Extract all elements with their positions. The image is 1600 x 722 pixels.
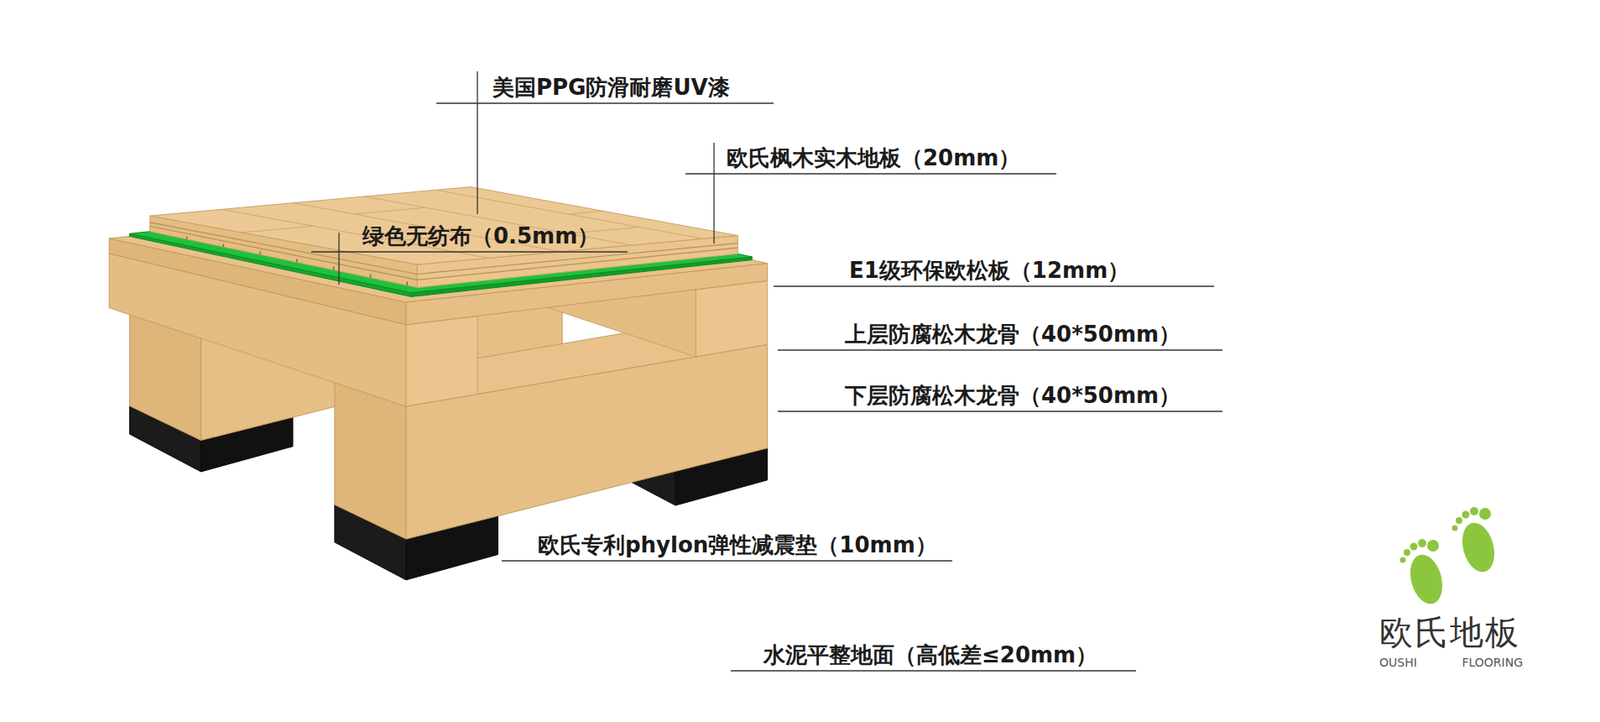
groove-tick: [259, 251, 261, 256]
plank-seam: [568, 210, 603, 214]
maple-plank-top: [150, 187, 739, 266]
layer-label: 欧氏枫木实木地板（20mm）: [726, 144, 1021, 172]
leader-line: [476, 71, 478, 214]
toe: [1469, 506, 1479, 516]
leader-line: [338, 232, 339, 285]
toe: [1427, 539, 1439, 552]
leader-line: [773, 285, 1215, 287]
brand-name: 欧氏地板: [1379, 612, 1521, 652]
leader-line: [501, 559, 953, 561]
layer-label-box: 绿色无纺布（0.5mm）: [362, 222, 600, 250]
toe: [1479, 507, 1491, 520]
brand-name-en: OUSHI FLOORING: [1379, 654, 1523, 670]
layer-label: 下层防腐松木龙骨（40*50mm）: [844, 381, 1181, 409]
plank-seam: [241, 225, 313, 233]
layer-label: 上层防腐松木龙骨（40*50mm）: [844, 320, 1181, 348]
layer-label-box: 上层防腐松木龙骨（40*50mm）: [844, 320, 1181, 348]
layer-label-box: 欧氏专利phylon弹性减震垫（10mm）: [537, 531, 938, 558]
layer-label-box: E1级环保欧松板（12mm）: [849, 256, 1130, 284]
groove-tick: [223, 244, 225, 248]
leader-line: [713, 142, 715, 244]
leader-line: [685, 172, 1057, 174]
layer-label: 欧氏专利phylon弹性减震垫（10mm）: [537, 531, 938, 558]
layer-label: 水泥平整地面（高低差≤20mm）: [763, 641, 1098, 668]
toe: [1455, 516, 1463, 524]
toe: [1403, 548, 1411, 556]
groove-line: [416, 247, 738, 280]
logo-footprints: [1400, 506, 1501, 608]
toe: [1410, 542, 1418, 551]
leader-line: [436, 102, 774, 104]
upper-joist-side: [695, 280, 767, 357]
layer-label: 绿色无纺布（0.5mm）: [362, 222, 600, 250]
footprint: [1457, 518, 1500, 575]
upper-joist-side: [406, 315, 478, 407]
layer-label-box: 美国PPG防滑耐磨UV漆: [492, 73, 730, 101]
layer-label: E1级环保欧松板（12mm）: [849, 256, 1130, 284]
layer-label-box: 下层防腐松木龙骨（40*50mm）: [844, 381, 1181, 409]
groove-tick: [333, 266, 335, 271]
lower-joist-side: [334, 382, 407, 539]
toe: [1462, 510, 1470, 519]
layer-label-box: 欧氏枫木实木地板（20mm）: [726, 144, 1021, 172]
groove-tick: [296, 259, 298, 263]
leader-line: [777, 349, 1223, 350]
toe: [1452, 525, 1459, 532]
footprint: [1405, 550, 1448, 607]
plank-seam: [354, 207, 426, 214]
toe: [1400, 557, 1407, 563]
leader-line: [311, 250, 628, 252]
leader-line: [730, 669, 1137, 671]
groove-tick: [406, 281, 409, 287]
layer-label: 美国PPG防滑耐磨UV漆: [492, 73, 730, 101]
groove-tick: [186, 236, 188, 240]
leader-line: [777, 410, 1223, 412]
brand-name-en-box: OUSHI FLOORING: [1379, 654, 1523, 670]
groove-tick: [370, 274, 372, 278]
layer-label-box: 水泥平整地面（高低差≤20mm）: [763, 641, 1098, 668]
toe: [1417, 538, 1427, 548]
brand-name-box: 欧氏地板: [1379, 612, 1521, 652]
